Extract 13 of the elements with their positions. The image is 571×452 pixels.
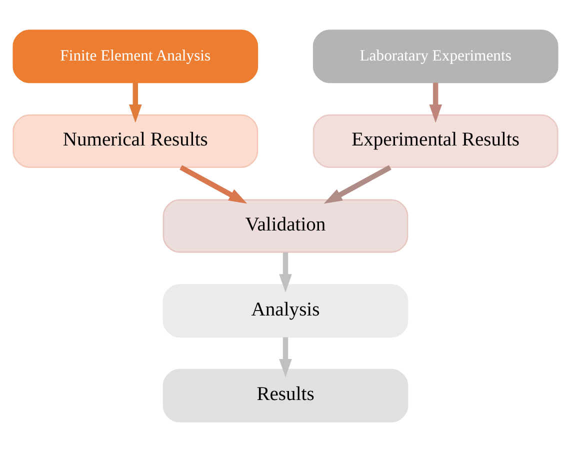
arrow [324,165,392,204]
node-box: Numerical Results [12,114,258,168]
node-box: Validation [162,199,408,253]
arrow [279,337,292,378]
arrow [128,82,142,123]
arrow [279,252,292,292]
arrow [429,82,442,123]
node-box: Finite Element Analysis [12,30,258,84]
node-box: Results [162,368,408,422]
node-box: Analysis [162,284,408,338]
node-box: Experimental Results [312,114,558,168]
node-box: Laboratary Experiments [312,30,558,84]
arrow [180,165,248,204]
